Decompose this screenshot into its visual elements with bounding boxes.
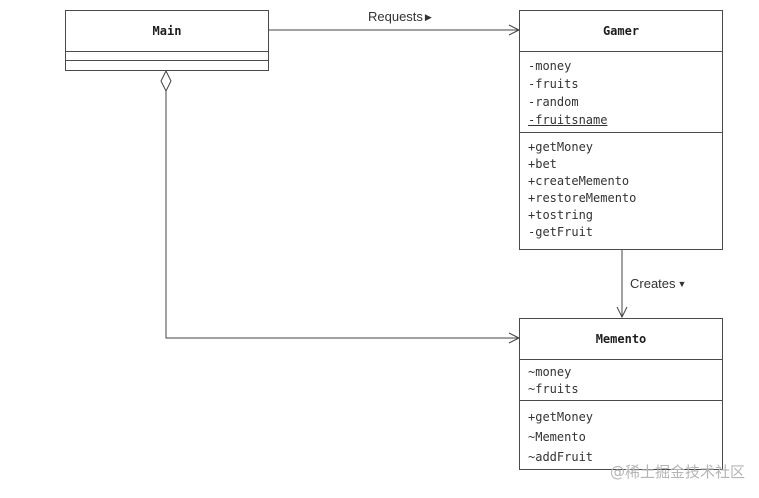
watermark: @稀土掘金技术社区 (609, 463, 745, 481)
class-gamer-attributes: -money -fruits -random -fruitsname (520, 52, 722, 132)
class-memento-operations: +getMoney ~Memento ~addFruit (520, 400, 722, 469)
attribute: -random (528, 95, 579, 109)
attribute: ~money (528, 365, 572, 379)
class-main-operations (66, 61, 268, 70)
operation: +restoreMemento (528, 191, 637, 205)
operation: +createMemento (528, 174, 630, 188)
attribute: ~fruits (528, 382, 579, 396)
attribute: -fruitsname (528, 113, 608, 127)
operation: +tostring (528, 208, 594, 222)
class-memento-attributes: ~money ~fruits (520, 360, 722, 400)
attribute: -fruits (528, 77, 579, 91)
aggregation-diamond (160, 69, 172, 93)
operation: +bet (528, 157, 557, 171)
class-gamer: Gamer -money -fruits -random -fruitsname… (519, 10, 723, 250)
class-main-name: Main (66, 11, 268, 52)
attribute: -money (528, 59, 572, 73)
operation: +getMoney (528, 410, 594, 424)
operation: ~Memento (528, 430, 586, 444)
class-gamer-name: Gamer (520, 11, 722, 52)
class-memento: Memento ~money ~fruits +getMoney ~Mement… (519, 318, 723, 470)
triangle-right-icon: ▶ (424, 12, 432, 22)
class-main-attributes (66, 52, 268, 61)
creates-label: Creates▼ (630, 276, 686, 291)
class-gamer-operations: +getMoney +bet +createMemento +restoreMe… (520, 132, 722, 243)
class-main: Main (65, 10, 269, 71)
operation: -getFruit (528, 225, 594, 239)
aggregation-line (165, 91, 519, 339)
operation: ~addFruit (528, 450, 594, 464)
triangle-down-icon: ▼ (677, 279, 687, 289)
creates-label-text: Creates (630, 276, 676, 291)
requests-label-text: Requests (368, 9, 423, 24)
creates-arrowhead (616, 306, 628, 319)
requests-label: Requests▶ (368, 9, 432, 24)
class-memento-name: Memento (520, 319, 722, 360)
operation: +getMoney (528, 140, 594, 154)
